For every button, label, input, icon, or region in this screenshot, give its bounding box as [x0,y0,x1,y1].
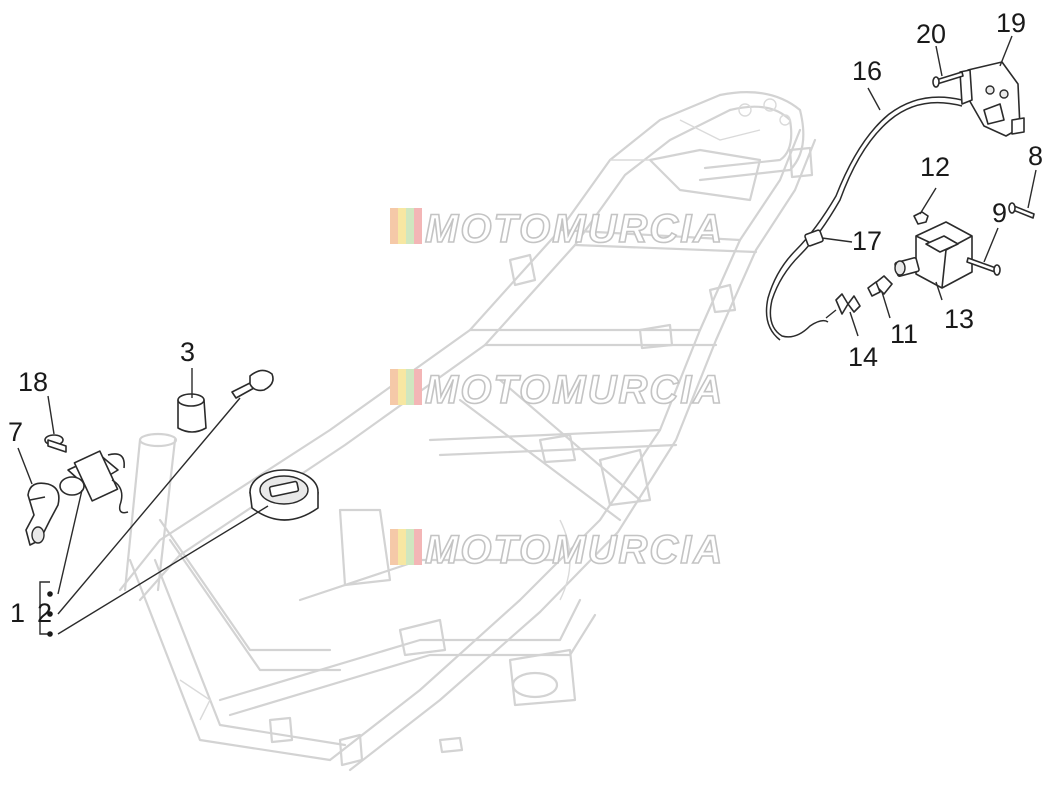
part-3-ring [177,393,207,433]
callout-numbers: 3 18 7 1 2 16 20 19 12 8 13 9 9 9 9 9 9 … [8,8,1043,628]
part-19-seat-lock-bracket [959,61,1025,137]
part-18-bolt [44,434,67,453]
callout-11-visible: 11 [890,319,918,349]
callout-16: 16 [852,56,882,86]
callout-18: 18 [18,367,48,397]
watermark-top: MOTOMURCIA [390,206,724,252]
callout-14: 14 [848,342,878,372]
callout-20: 20 [916,19,946,49]
part-9-screw [966,257,1001,276]
callout-1: 1 [10,598,25,628]
part-11-cable-end [867,275,893,297]
fuel-cap [249,469,319,521]
callout-12: 12 [920,152,950,182]
part-14-spring [825,293,861,319]
callout-19: 19 [996,8,1026,38]
watermark-middle: MOTOMURCIA [390,367,724,413]
watermark-text: MOTOMURCIA [425,528,724,572]
part-7-bracket [25,482,60,546]
callout-17: 17 [852,226,882,256]
ignition-lock [59,450,129,514]
part-17-clip [804,229,824,247]
key [231,369,274,399]
part-12-nut [913,211,929,225]
part-16-cable [769,101,963,338]
part-8-screw [1008,202,1035,219]
watermark-bottom: MOTOMURCIA [390,527,724,573]
group-bracket-1-2 [39,581,53,637]
watermark-text: MOTOMURCIA [425,207,724,251]
part-13-actuator [894,221,973,289]
scooter-frame [118,91,817,772]
callout-3: 3 [180,337,195,367]
callout-13: 13 [944,304,974,334]
callout-8: 8 [1028,141,1043,171]
callout-9-screw: 9 [992,198,1007,228]
callout-7: 7 [8,417,23,447]
watermark-text: MOTOMURCIA [425,368,724,412]
callout-2: 2 [37,598,52,628]
part-20-screw [932,71,964,88]
leader-lines [17,35,1037,635]
